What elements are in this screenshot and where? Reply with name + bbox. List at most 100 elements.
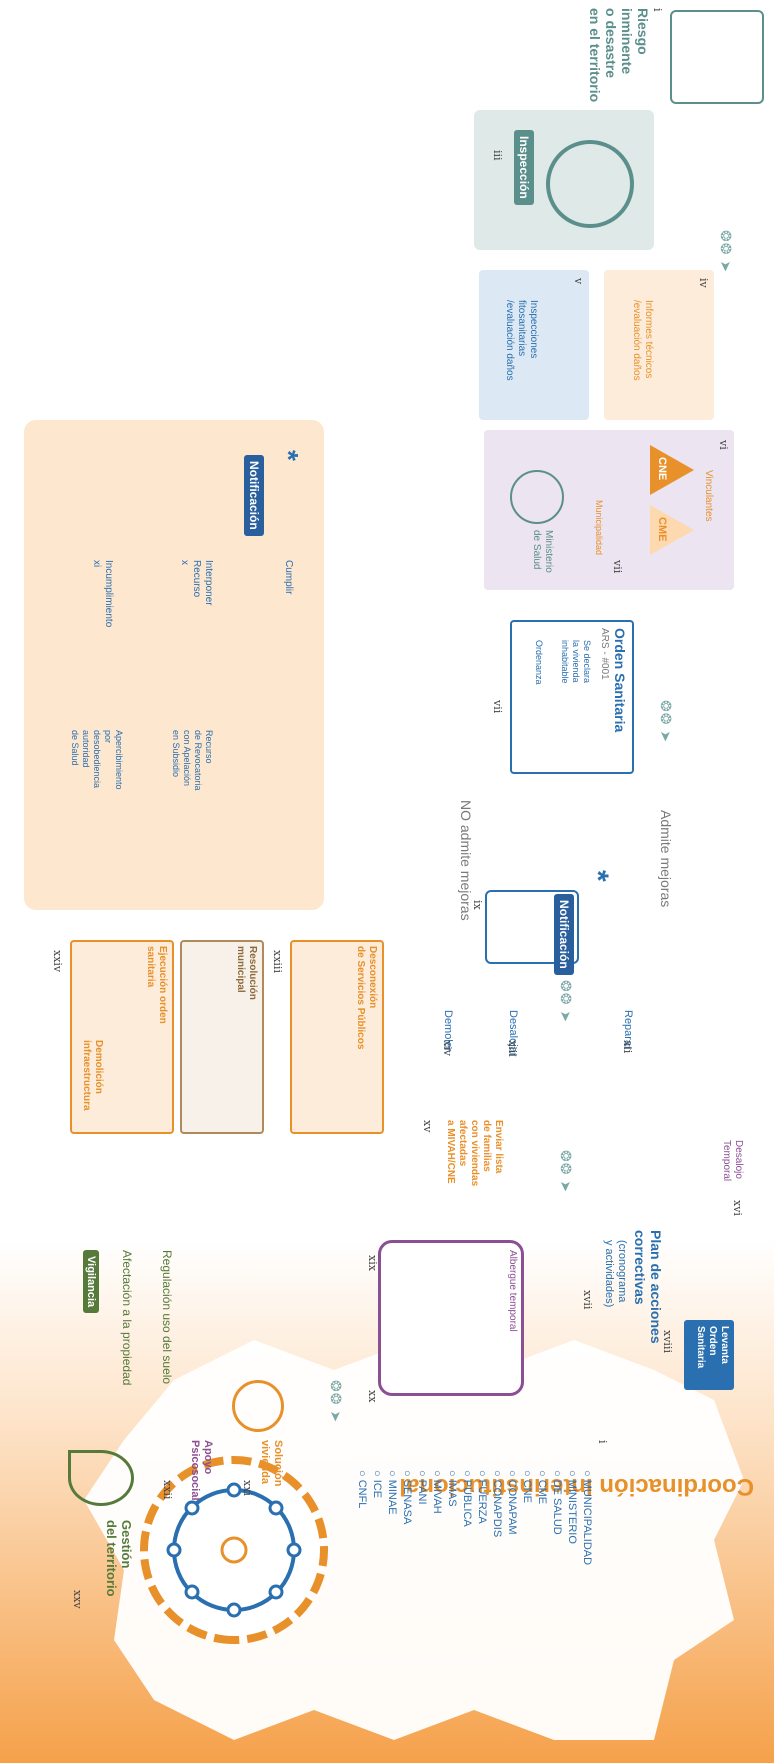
plan-line-2: correctivas — [632, 1230, 648, 1344]
municipalidad-label: Municipalidad — [594, 500, 604, 555]
desalojo-label: Desalojo Temporal — [720, 1140, 744, 1181]
house-hill-icon — [670, 10, 764, 104]
fito-line-3: /evaluación daños — [503, 300, 515, 381]
enviar-line-1: Enviar lista — [492, 1120, 504, 1186]
levanta-num: xviii — [661, 1330, 674, 1353]
afectacion-label: Afectación a la propiedad — [120, 1250, 134, 1385]
riesgo-line-2: inminente — [619, 8, 635, 102]
plan-num: xvii — [581, 1290, 594, 1309]
informes-line-1: Informes técnicos — [642, 300, 654, 381]
desalojar-num: xiii — [506, 1040, 519, 1057]
gestion-line-1: Gestión — [119, 1520, 134, 1597]
recurso-line-1: Recurso — [203, 730, 214, 791]
resolucion-label: Resolución municipal — [234, 946, 258, 1000]
gestion-num: xxv — [71, 1590, 84, 1609]
institution-item: ○ IMAS — [444, 1470, 459, 1730]
ministerio-seal-icon — [510, 470, 564, 524]
institution-item: ○ CNE — [519, 1470, 534, 1730]
fitosanitarias-label: Inspecciones fitosanitarias /evaluación … — [503, 300, 539, 381]
ejecucion-line-1: Ejecución orden — [156, 946, 168, 1024]
institution-item: ○ DE SALUD — [549, 1470, 564, 1730]
resolucion-line-1: Resolución — [246, 946, 258, 1000]
inspeccion-badge: Inspección — [514, 130, 534, 205]
institution-item: ○ PÚBLICA — [459, 1470, 474, 1730]
desconexion-line-2: de Servicios Públicos — [354, 946, 366, 1049]
vigilancia-badge: Vigilancia — [83, 1250, 99, 1313]
orden-declara: Se declara la vivienda inhabitable — [559, 640, 592, 684]
location-pin-icon — [68, 1450, 134, 1506]
levanta-line-2: Orden — [706, 1326, 718, 1368]
connector-arrow-2: ❂❂ ➤ — [657, 700, 674, 743]
vinculantes-label: Vinculantes — [703, 470, 714, 522]
interponer-line-1: Interponer — [202, 560, 214, 606]
plan-sub: (cronograma y actividades) — [602, 1240, 628, 1307]
plan-line-1: Plan de acciones — [648, 1230, 664, 1344]
cne-label: CNE — [656, 457, 668, 480]
informes-label: Informes técnicos /evaluación daños — [630, 300, 654, 381]
institution-item: ○ CNFL — [354, 1470, 369, 1730]
levanta-line-1: Levanta — [718, 1326, 730, 1368]
interponer-label: Interponer Recurso x — [178, 560, 214, 606]
interponer-line-2: Recurso — [190, 560, 202, 606]
declara-line-2: la vivienda — [570, 640, 581, 684]
riesgo-line-4: en el territorio — [587, 8, 603, 102]
desconexion-num: xxiii — [271, 950, 284, 973]
cme-label: CME — [656, 517, 668, 541]
riesgo-num: i — [651, 8, 664, 102]
institution-item: ○ SENASA — [399, 1470, 414, 1730]
riesgo-line-3: o desastre — [603, 8, 619, 102]
notificacion-num: ix — [471, 900, 484, 910]
resolucion-line-2: municipal — [234, 946, 246, 1000]
aperc-line-1: Apercibimiento — [113, 730, 124, 790]
aperc-line-3: desobediencia — [91, 730, 102, 790]
demolicion-label: Demolición infraestructura — [80, 1040, 104, 1111]
interponer-num: x — [178, 560, 190, 606]
informes-line-2: /evaluación daños — [630, 300, 642, 381]
apoyo-line-2: Psicosocial — [188, 1440, 201, 1501]
plan-sub-1: (cronograma — [615, 1240, 628, 1307]
ejecucion-num: xxiv — [51, 950, 64, 972]
solucion-line-1: Solución — [271, 1440, 284, 1486]
ministerio-line-1: Ministerio — [542, 530, 554, 573]
albergue-num: xix — [366, 1255, 379, 1271]
regulacion-label: Regulación uso del suelo — [160, 1250, 174, 1384]
gestion-label: Gestión del territorio — [104, 1520, 134, 1597]
institution-item: ○ MINAE — [384, 1470, 399, 1730]
informes-num: iv — [697, 278, 710, 288]
desalojo-num: xvi — [731, 1200, 744, 1216]
orden-num: vii — [491, 700, 504, 713]
connector-arrow-5: ❂❂ ➤ — [327, 1380, 344, 1423]
recurso-line-4: en Subsidio — [170, 730, 181, 791]
asterisk-icon: * — [580, 870, 614, 882]
aperc-line-4: autoridad — [80, 730, 91, 790]
levanta-label: Levanta Orden Sanitaria — [694, 1326, 730, 1368]
albergue-label: Albergue temporal — [507, 1250, 518, 1332]
desconexion-line-1: Desconexión — [366, 946, 378, 1049]
admite-label: Admite mejoras — [658, 810, 674, 907]
solucion-label: Solución vivienda — [258, 1440, 284, 1486]
recurso-label: Recurso de Revocatoria con Apelación en … — [170, 730, 214, 791]
fitosanitarias-num: v — [572, 278, 585, 284]
apoyo-num: xxii — [161, 1480, 174, 1499]
apoyo-line-1: Apoyo — [201, 1440, 214, 1501]
incumplimiento-text: Incumplimiento — [102, 560, 114, 627]
inspeccion-num: iii — [491, 150, 504, 161]
desconexion-label: Desconexión de Servicios Públicos — [354, 946, 378, 1049]
declara-line-3: inhabitable — [559, 640, 570, 684]
connector-arrow-3: ❂❂ ➤ — [557, 980, 574, 1023]
ejecucion-line-2: sanitaria — [144, 946, 156, 1024]
ministerio-line-2: de Salud — [530, 530, 542, 573]
aperc-line-5: de Salud — [69, 730, 80, 790]
institution-item: ○ PANI — [414, 1470, 429, 1730]
institutions-list: ○ MUNICIPALIDAD○ MINISTERIO○ DE SALUD○ C… — [354, 1470, 594, 1730]
desalojo-line-1: Desalojo — [732, 1140, 744, 1181]
municipalidad-num: vii — [611, 560, 624, 573]
orden-code: ARS - #001 — [599, 628, 610, 680]
ejecucion-label: Ejecución orden sanitaria — [144, 946, 168, 1024]
enviar-label: Enviar lista de familias con viviendas a… — [444, 1120, 504, 1186]
institution-item: ○ MUNICIPALIDAD — [579, 1470, 594, 1730]
albergue-num2: xx — [366, 1390, 379, 1402]
albergue-box — [378, 1240, 524, 1396]
recurso-line-2: de Revocatoria — [192, 730, 203, 791]
